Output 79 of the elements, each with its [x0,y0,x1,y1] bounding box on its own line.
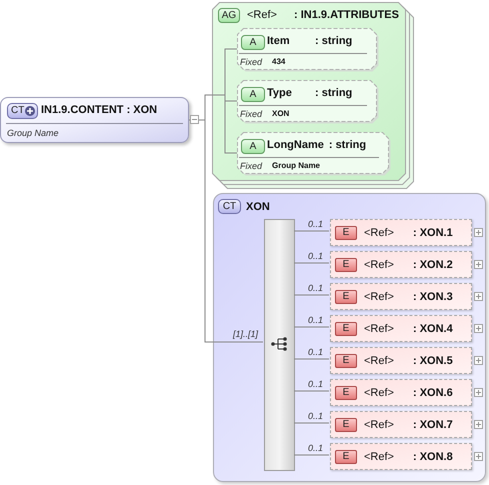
connector-line [294,326,330,328]
type-name: XON [246,202,270,213]
element-name: : XON.3 [413,292,453,303]
type-label: : string [315,88,352,99]
element-box [330,347,472,374]
multiplicity-label: [1]..[1] [233,330,258,339]
multiplicity-label: 0..1 [308,220,324,229]
multiplicity-label: 0..1 [308,252,324,261]
type-label: : string [315,36,352,47]
attribute-group-box [212,2,414,189]
connector-line [294,390,330,392]
type-badge: E [335,322,357,336]
element-name: : XON.7 [413,420,453,431]
ref-label: <Ref> [364,260,394,271]
type-label: : string [328,140,366,151]
multiplicity-label: 0..1 [308,284,324,293]
type-badge: E [335,354,357,368]
complex-type-box [0,97,189,143]
type-badge: CT [218,199,241,214]
element-name: : XON.8 [413,452,453,463]
connector-line [294,230,330,232]
type-badge: E [335,418,357,432]
type-name: IN1.9.CONTENT : XON [41,105,158,116]
type-badge: AG [218,8,240,23]
fixed-label: Fixed [240,162,262,171]
connector-line [294,454,330,456]
attribute-name: Item [267,36,290,47]
badge-label: CT [11,106,24,116]
element-box [330,443,472,470]
fixed-label: Fixed [240,58,262,67]
fixed-label: Fixed [240,110,262,119]
element-name: : XON.2 [413,260,453,271]
ref-label: <Ref> [364,292,394,303]
element-box [330,315,472,342]
multiplicity-label: 0..1 [308,348,324,357]
multiplicity-label: 0..1 [308,316,324,325]
ref-label: <Ref> [364,324,394,335]
fixed-value: 434 [272,58,286,66]
annotation-text: Group Name [7,129,59,138]
connector-line [294,358,330,360]
fixed-value: XON [272,110,290,118]
element-box [330,251,472,278]
multiplicity-label: 0..1 [308,412,324,421]
complex-type-box [213,193,486,482]
element-box [330,219,472,246]
attribute-name: LongName [267,140,324,151]
ref-label: <Ref> [364,388,394,399]
element-name: : XON.6 [413,388,453,399]
element-name: : XON.5 [413,356,453,367]
fixed-value: Group Name [272,162,320,170]
ref-label: <Ref> [364,228,394,239]
element-box [330,283,472,310]
attribute-name: Type [267,88,292,99]
multiplicity-label: 0..1 [308,444,324,453]
ref-label: <Ref> [364,356,394,367]
type-badge: E [335,386,357,400]
sequence-bar [264,219,295,471]
ref-label: <Ref> [364,420,394,431]
group-name: : IN1.9.ATTRIBUTES [294,10,399,21]
element-box [330,411,472,438]
type-badge: A [241,35,265,50]
ref-label: <Ref> [364,452,394,463]
connector-line [294,294,330,296]
type-badge: A [241,139,265,154]
attribute-box [237,28,379,72]
type-badge: E [335,226,357,240]
attribute-box [237,80,379,124]
ref-label: <Ref> [247,10,277,21]
element-name: : XON.1 [413,228,453,239]
connector-line [294,422,330,424]
type-badge: E [335,450,357,464]
element-box [330,379,472,406]
type-badge: E [335,290,357,304]
multiplicity-label: 0..1 [308,380,324,389]
element-name: : XON.4 [413,324,453,335]
connector-line [294,262,330,264]
type-badge: E [335,258,357,272]
type-badge: A [241,87,265,102]
attribute-box [237,132,391,176]
